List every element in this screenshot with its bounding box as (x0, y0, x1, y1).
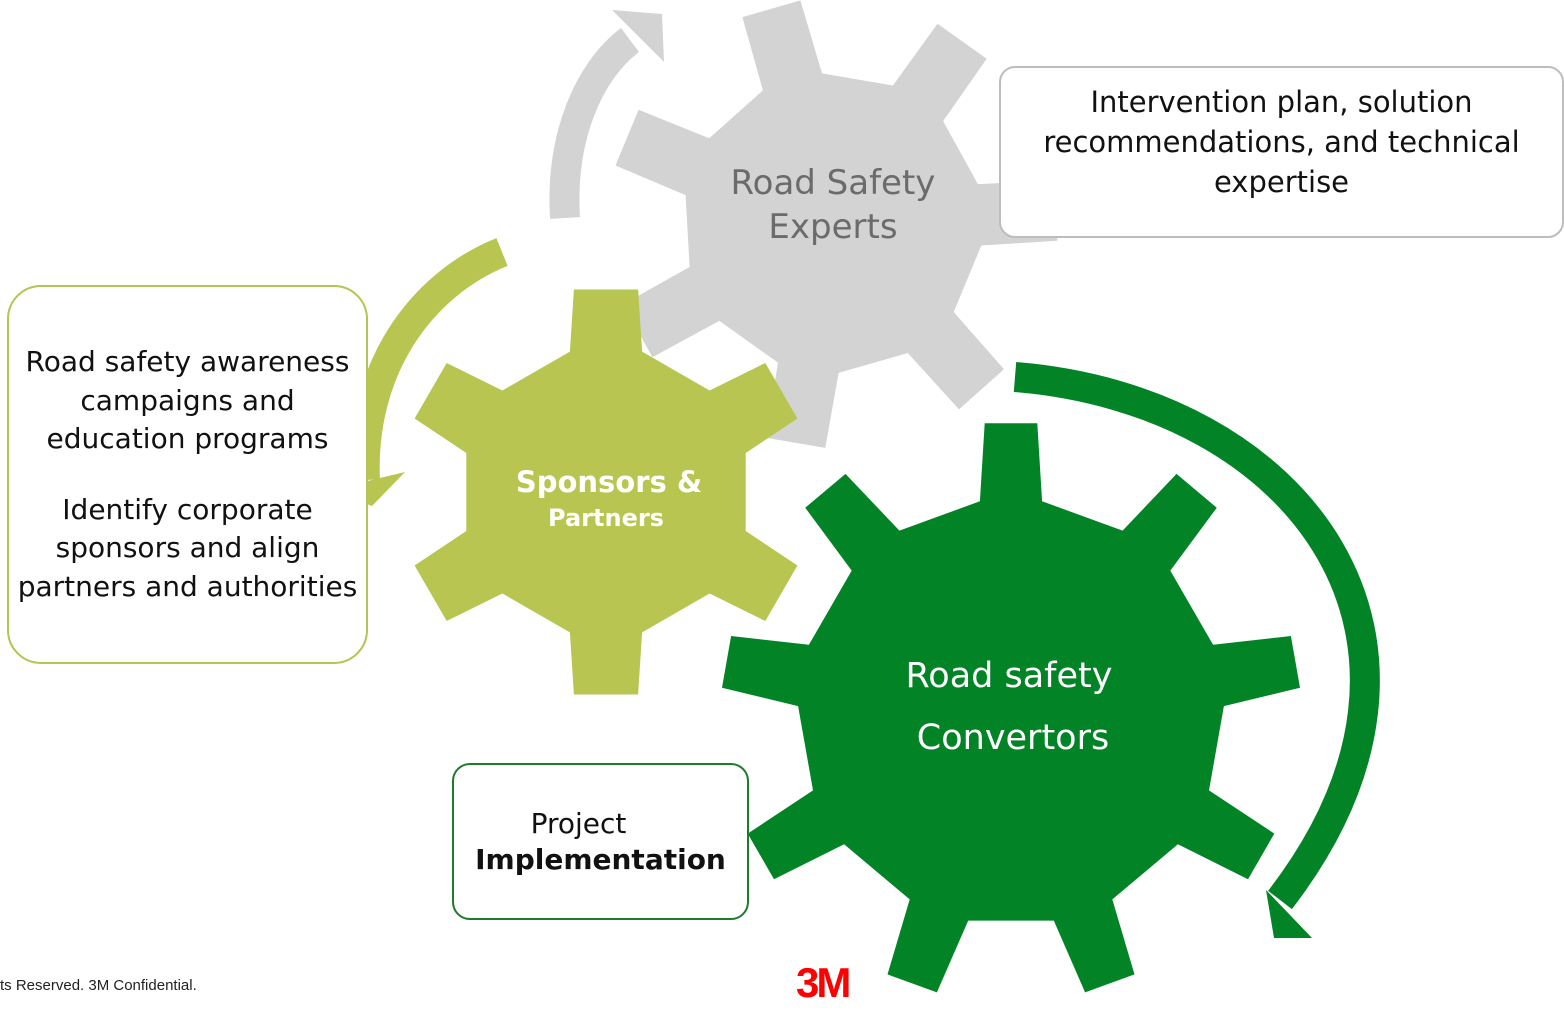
sponsors-description-box: Road safety awareness campaigns and educ… (7, 285, 368, 664)
sponsors-gear-label-line2: Partners (548, 504, 664, 532)
dark-green-arrow-shaft (1013, 362, 1380, 910)
sponsors-description-paragraph-2: Identify corporate sponsors and align pa… (17, 492, 358, 603)
gray-arrow-shaft (549, 28, 640, 219)
implementation-line-1: Project (530, 806, 627, 840)
sponsors-gear-label-line1: Sponsors & (516, 465, 702, 499)
dark-green-curved-arrow (1013, 362, 1380, 938)
gray-curved-arrow (549, 10, 664, 219)
road-safety-convertors-gear (722, 423, 1300, 993)
footer-confidential-text: ts Reserved. 3M Confidential. (0, 977, 197, 994)
experts-description-text: Intervention plan, solution recommendati… (1043, 85, 1520, 199)
dark-green-arrow-head (1266, 890, 1312, 938)
implementation-box: Project Implementation (452, 763, 749, 920)
convertors-gear-label-line1: Road safety (906, 656, 1113, 696)
experts-description-box: Intervention plan, solution recommendati… (999, 66, 1564, 238)
implementation-line-2: Implementation (475, 842, 726, 876)
convertors-gear-label-line2: Convertors (917, 718, 1109, 758)
sponsors-description-paragraph-1: Road safety awareness campaigns and educ… (25, 345, 350, 455)
experts-gear-label-line2: Experts (768, 207, 897, 247)
3m-logo: 3M (796, 959, 851, 1006)
experts-gear-label-line1: Road Safety (731, 163, 936, 203)
gray-arrow-head (612, 10, 664, 62)
road-safety-experts-gear (615, 0, 1058, 448)
sponsors-partners-gear (414, 289, 798, 695)
